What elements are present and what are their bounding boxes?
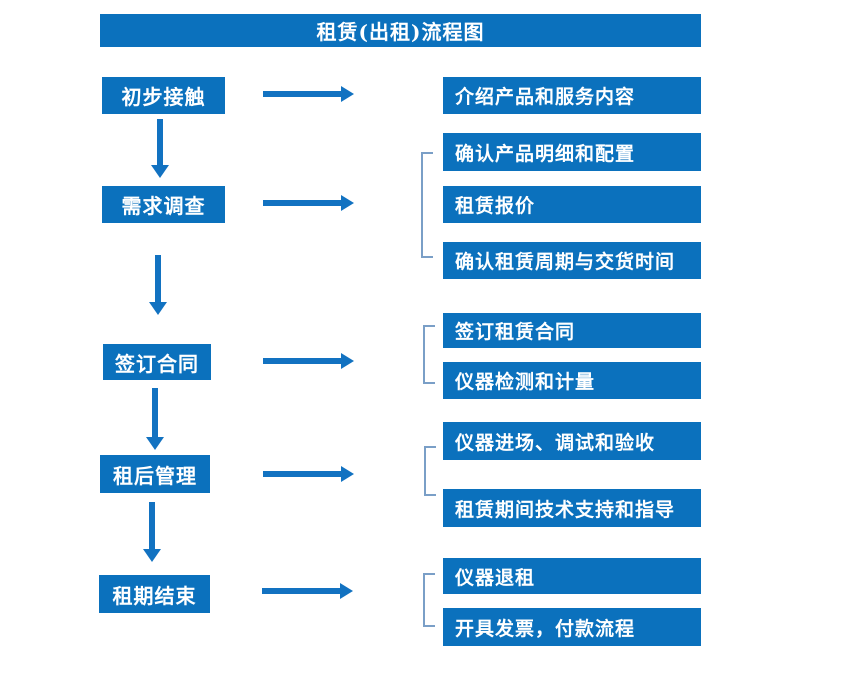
right-arrow-icon	[263, 353, 354, 369]
step-sign-contract: 签订合同	[103, 344, 211, 380]
group-bracket	[423, 325, 435, 384]
output-box: 租赁期间技术支持和指导	[443, 489, 701, 527]
right-arrow-icon	[263, 86, 354, 102]
output-box: 仪器检测和计量	[443, 362, 701, 399]
step-initial-contact: 初步接触	[102, 77, 225, 114]
output-box: 签订租赁合同	[443, 313, 701, 348]
output-box: 租赁报价	[443, 186, 701, 223]
group-bracket	[423, 573, 435, 627]
down-arrow-icon	[149, 255, 167, 315]
step-post-rental-management: 租后管理	[100, 455, 210, 493]
step-rental-end: 租期结束	[99, 575, 210, 613]
page-title: 租赁(出租)流程图	[100, 14, 701, 47]
right-arrow-icon	[262, 583, 353, 599]
down-arrow-icon	[143, 502, 161, 562]
output-box: 确认租赁周期与交货时间	[443, 242, 701, 279]
right-arrow-icon	[263, 466, 354, 482]
output-box: 仪器退租	[443, 558, 701, 594]
output-box: 开具发票，付款流程	[443, 608, 701, 646]
down-arrow-icon	[151, 119, 169, 178]
right-arrow-icon	[263, 195, 354, 211]
output-box: 仪器进场、调试和验收	[443, 422, 701, 460]
output-box: 确认产品明细和配置	[443, 133, 701, 171]
output-box: 介绍产品和服务内容	[443, 77, 701, 114]
group-bracket	[424, 446, 436, 496]
down-arrow-icon	[146, 388, 164, 450]
group-bracket	[421, 152, 433, 258]
step-demand-survey: 需求调查	[102, 186, 225, 223]
